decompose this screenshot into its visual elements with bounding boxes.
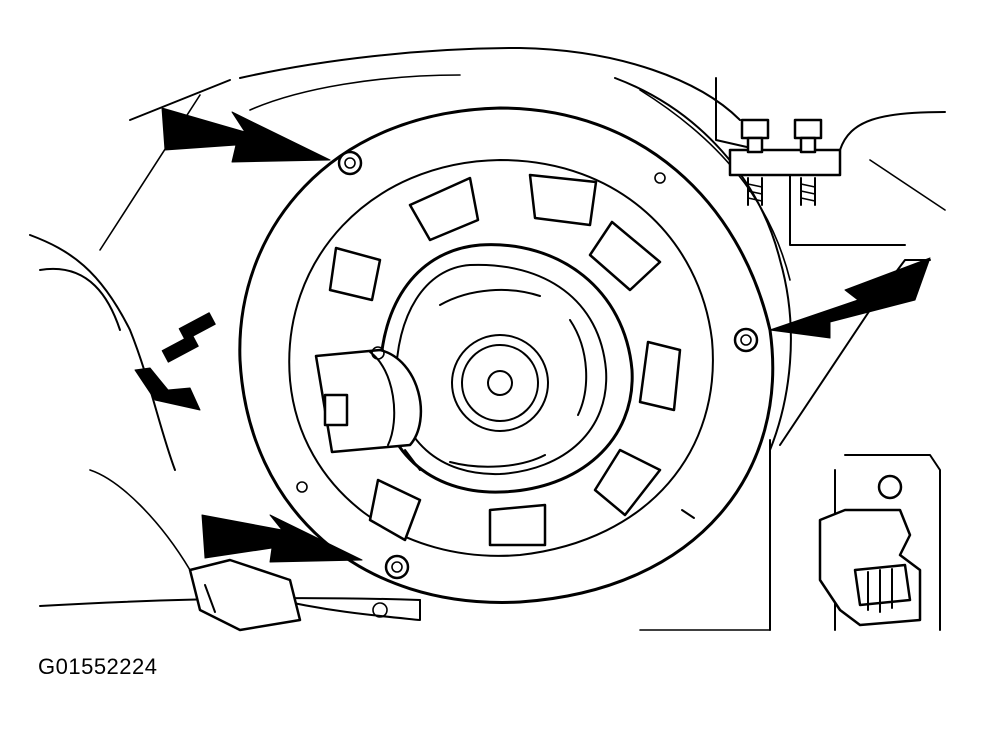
mounting-bolts [728, 118, 842, 206]
arrow-right [769, 257, 931, 339]
mounting-screw-lower-left [384, 554, 410, 580]
resistor-connector [818, 454, 941, 631]
electrical-connector [314, 346, 423, 471]
mounting-screw-upper-left [337, 150, 363, 176]
dash-2 [161, 334, 199, 363]
dash-1 [178, 312, 216, 341]
figure-id-label: G01552224 [38, 654, 158, 679]
blower-motor [378, 243, 634, 494]
mounting-screw-right [733, 327, 759, 353]
harness-plug [188, 558, 388, 632]
mounting-flange [238, 106, 775, 604]
arrow-upper-left [161, 107, 331, 163]
housing-outline [29, 47, 946, 631]
blower-wheel [328, 173, 682, 547]
arrow-connector-down [134, 367, 201, 411]
arrow-lower-left [201, 514, 363, 563]
callout-arrows [134, 107, 931, 563]
